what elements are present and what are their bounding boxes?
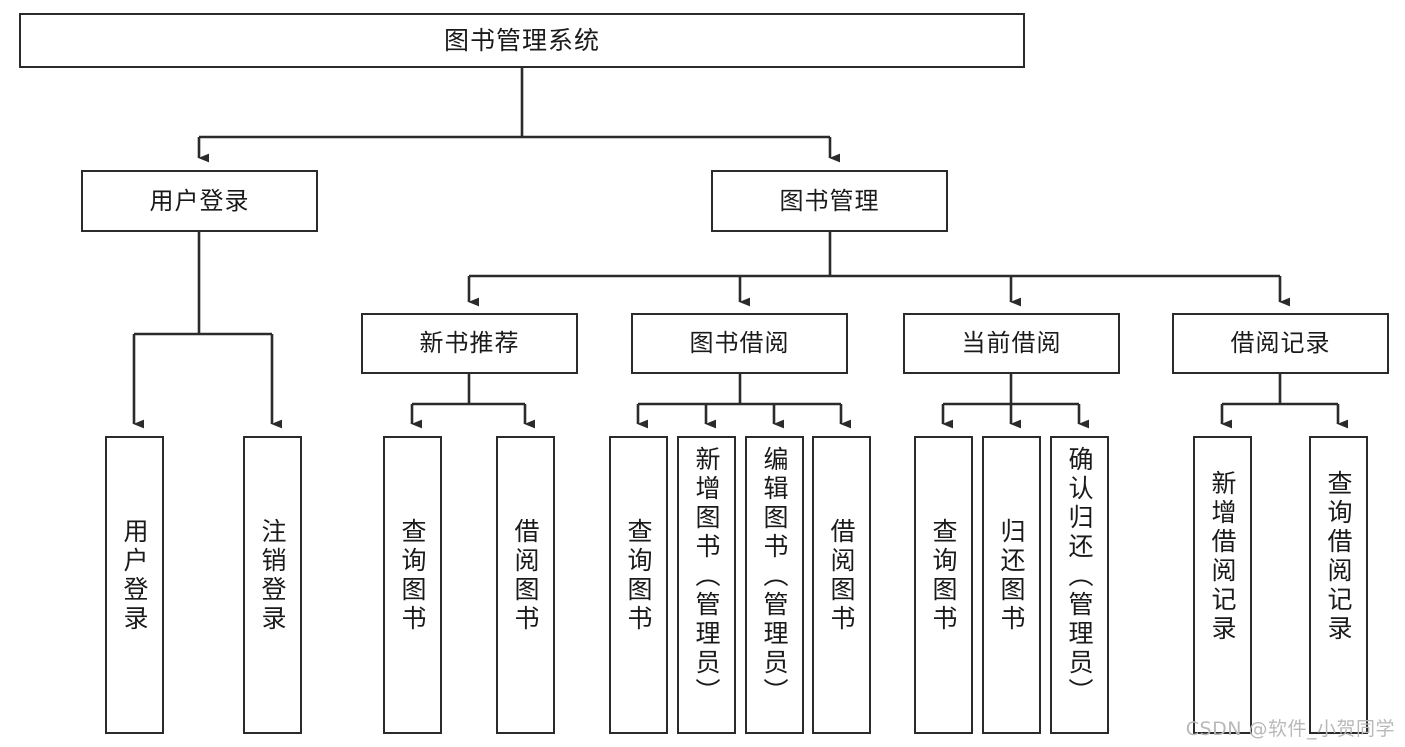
node-leaf-borrow-book-2[interactable]: 借阅图书 — [812, 436, 871, 734]
node-user-login-label: 用户登录 — [149, 186, 250, 215]
node-leaf-return-book[interactable]: 归还图书 — [982, 436, 1041, 734]
node-leaf-add-book[interactable]: 新增图书（管理员） — [677, 436, 736, 734]
node-leaf-query-book-3[interactable]: 查询图书 — [914, 436, 973, 734]
node-leaf-confirm-return[interactable]: 确认归还（管理员） — [1050, 436, 1109, 734]
node-leaf-query-record-label: 查询借阅记录 — [1324, 470, 1353, 644]
node-borrow-record[interactable]: 借阅记录 — [1172, 313, 1389, 374]
node-leaf-query-book-3-label: 查询图书 — [929, 518, 958, 634]
node-leaf-edit-book-label: 编辑图书（管理员） — [760, 446, 789, 707]
node-book-manage-label: 图书管理 — [779, 186, 880, 215]
node-leaf-borrow-book-1[interactable]: 借阅图书 — [496, 436, 555, 734]
node-leaf-query-book-1[interactable]: 查询图书 — [383, 436, 442, 734]
node-leaf-user-login[interactable]: 用户登录 — [105, 436, 164, 734]
node-leaf-add-record[interactable]: 新增借阅记录 — [1193, 436, 1252, 734]
node-new-book-rec[interactable]: 新书推荐 — [361, 313, 578, 374]
node-leaf-query-book-2-label: 查询图书 — [624, 518, 653, 634]
node-current-borrow[interactable]: 当前借阅 — [903, 313, 1120, 374]
watermark: CSDN @软件_小贺同学 — [1185, 718, 1395, 740]
node-leaf-query-record[interactable]: 查询借阅记录 — [1309, 436, 1368, 734]
node-leaf-add-record-label: 新增借阅记录 — [1208, 470, 1237, 644]
node-leaf-logout-label: 注销登录 — [258, 518, 287, 634]
node-current-borrow-label: 当前借阅 — [961, 329, 1062, 358]
node-leaf-logout[interactable]: 注销登录 — [243, 436, 302, 734]
node-leaf-user-login-label: 用户登录 — [120, 518, 149, 634]
node-leaf-add-book-label: 新增图书（管理员） — [692, 446, 721, 707]
node-book-manage[interactable]: 图书管理 — [711, 170, 948, 232]
node-book-borrow-label: 图书借阅 — [689, 329, 790, 358]
node-leaf-query-book-2[interactable]: 查询图书 — [609, 436, 668, 734]
node-book-borrow[interactable]: 图书借阅 — [631, 313, 848, 374]
node-borrow-record-label: 借阅记录 — [1230, 329, 1331, 358]
node-leaf-confirm-return-label: 确认归还（管理员） — [1065, 446, 1094, 707]
node-leaf-edit-book[interactable]: 编辑图书（管理员） — [745, 436, 804, 734]
node-user-login[interactable]: 用户登录 — [81, 170, 318, 232]
node-new-book-rec-label: 新书推荐 — [419, 329, 520, 358]
node-leaf-borrow-book-2-label: 借阅图书 — [827, 518, 856, 634]
node-root-label: 图书管理系统 — [443, 25, 600, 55]
node-leaf-borrow-book-1-label: 借阅图书 — [511, 518, 540, 634]
node-leaf-return-book-label: 归还图书 — [997, 518, 1026, 634]
node-root[interactable]: 图书管理系统 — [19, 13, 1025, 68]
node-leaf-query-book-1-label: 查询图书 — [398, 518, 427, 634]
